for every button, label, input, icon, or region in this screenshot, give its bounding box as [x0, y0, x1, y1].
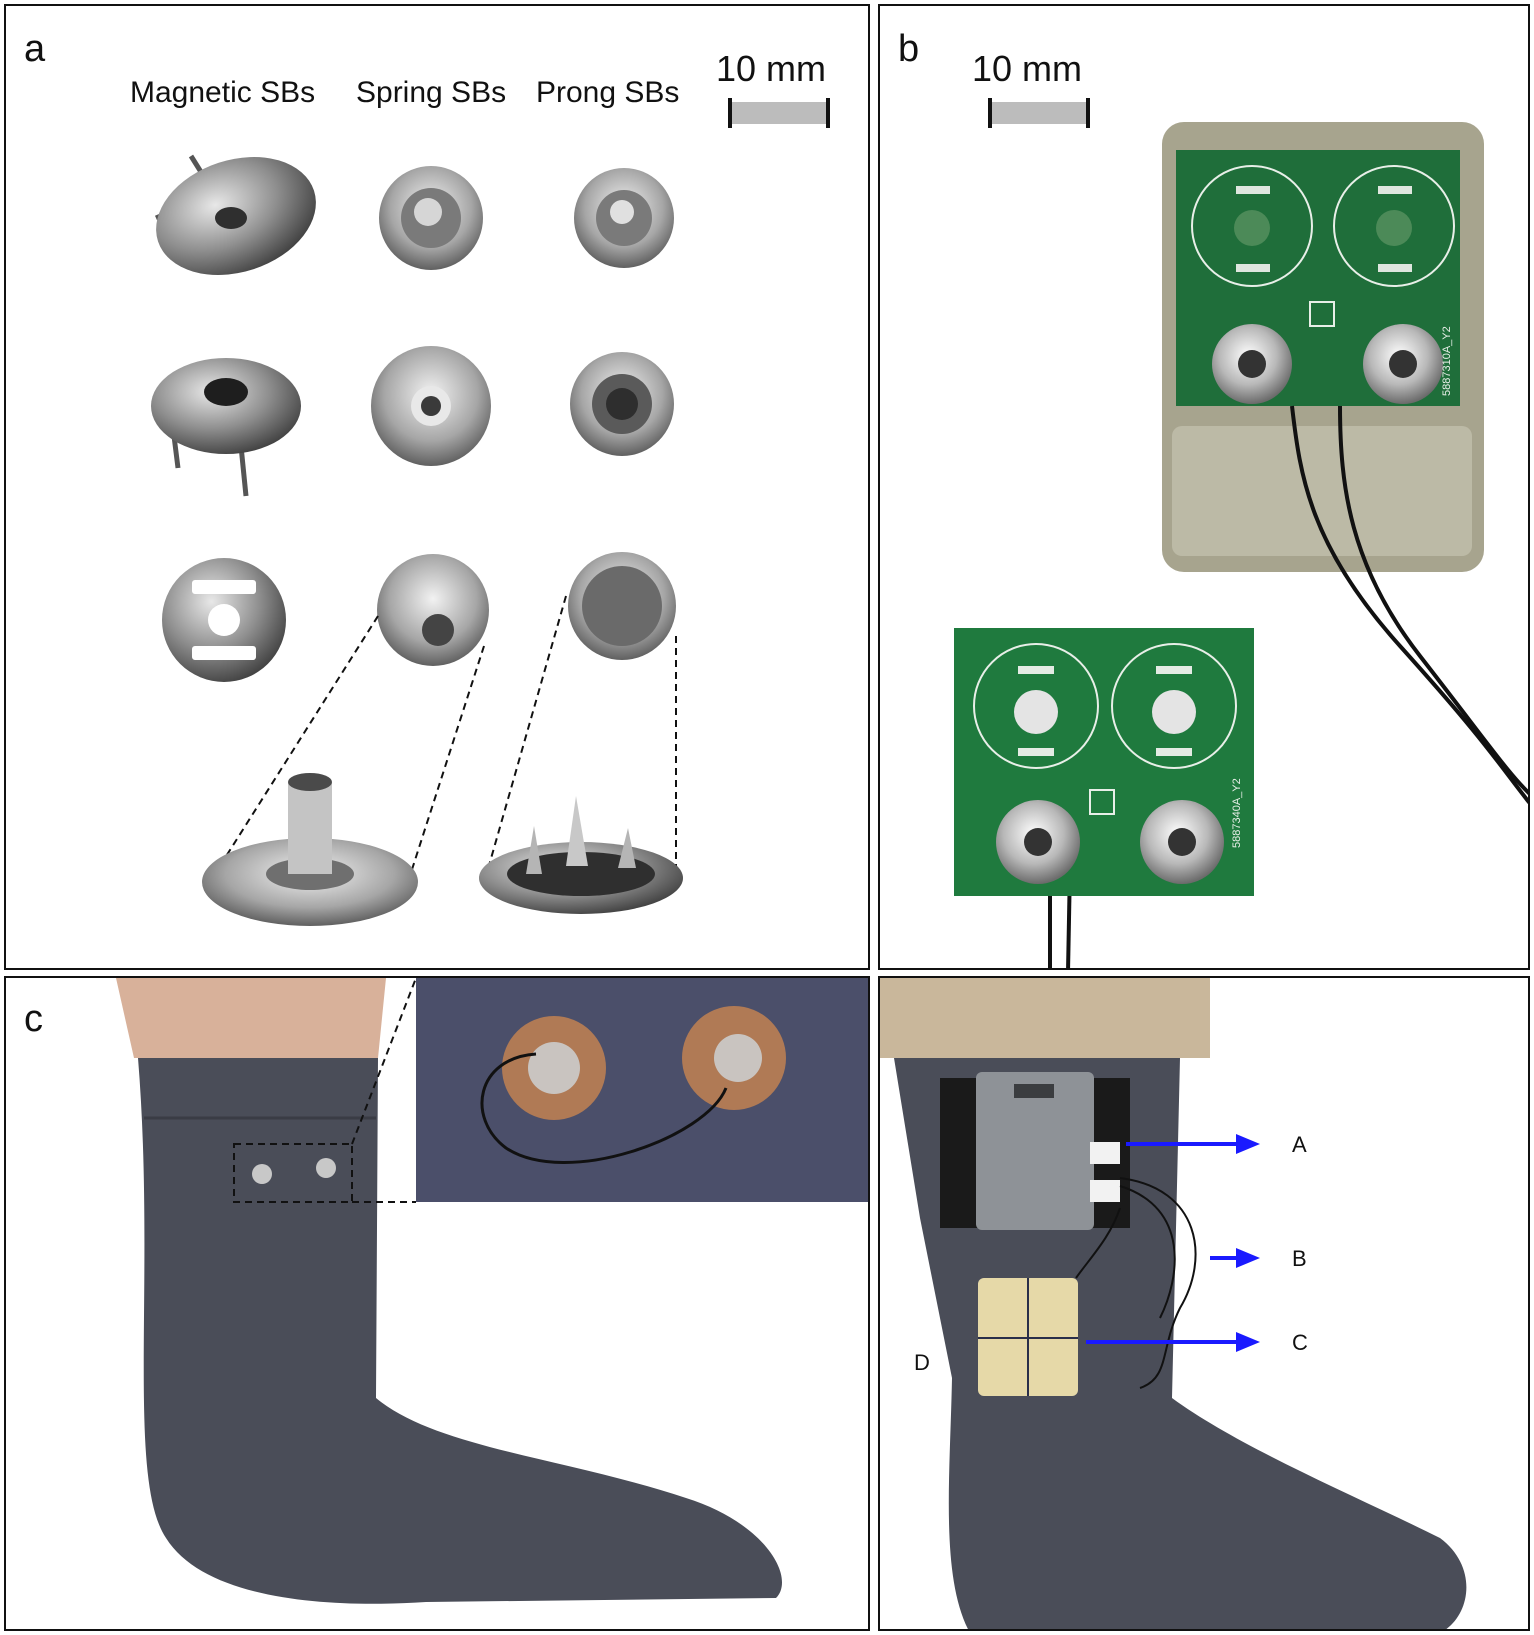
- spring-snap-bottom: [371, 346, 491, 466]
- panel-c-illustration: [116, 978, 868, 1604]
- prong-snap-base: [568, 552, 676, 660]
- pcb-text-mounted: 5887310A_Y2: [1441, 326, 1453, 396]
- panel-a-label: a: [24, 28, 46, 70]
- prong-snap-bottom: [570, 352, 674, 456]
- arrow-label-a: A: [1292, 1132, 1307, 1157]
- battery-pack: [978, 1278, 1078, 1396]
- panel-d: d: [878, 976, 1530, 1631]
- prong-snap-top: [574, 168, 674, 268]
- arrow-label-c: C: [1292, 1330, 1308, 1355]
- panel-c: c: [4, 976, 870, 1631]
- arrows: [1086, 1134, 1260, 1352]
- enclosure-window: [1172, 426, 1472, 556]
- magnetic-washer: [162, 558, 286, 682]
- arrow-c: [1086, 1332, 1260, 1352]
- zoom-box: [233, 1143, 353, 1203]
- pcb-text-standalone: 5887340A_Y2: [1231, 778, 1243, 848]
- scale-bar-label: 10 mm: [972, 48, 1083, 89]
- wires: [1075, 1177, 1197, 1389]
- column-header-spring: Spring SBs: [356, 76, 507, 109]
- panel-b-illustration: 5887340A_Y2 5887310A_Y2: [954, 98, 1528, 968]
- sock-snap-left: [252, 1164, 272, 1184]
- scale-bar: [728, 98, 830, 128]
- column-header-magnetic: Magnetic SBs: [130, 76, 316, 109]
- panel-c-label: c: [24, 998, 43, 1040]
- side-label-d: D: [914, 1350, 930, 1375]
- panel-d-illustration: [880, 978, 1467, 1629]
- panel-a: a Magnetic SBs Spring SBs Prong SBs 10 m…: [4, 4, 870, 970]
- arrow-b: [1210, 1248, 1260, 1268]
- panel-a-illustration: [151, 98, 830, 926]
- spring-snap-base: [377, 554, 489, 666]
- scale-bar: [988, 98, 1090, 128]
- arrow-a: [1126, 1134, 1260, 1154]
- trousers: [880, 978, 1210, 1058]
- sock: [138, 1058, 782, 1604]
- inset-fabric: [416, 978, 868, 1202]
- magnetic-snap-top: [154, 154, 316, 275]
- spring-stud-enlarged: [202, 773, 418, 926]
- panel-b-label: b: [898, 28, 920, 70]
- electronics-module: [940, 1072, 1130, 1230]
- arrow-label-b: B: [1292, 1246, 1307, 1271]
- column-header-prong: Prong SBs: [536, 76, 680, 109]
- magnetic-snap-bottom: [151, 358, 301, 497]
- sock-snap-right: [316, 1158, 336, 1178]
- pcb-standalone: [954, 628, 1254, 896]
- pcb-mounted: [1176, 150, 1460, 406]
- scale-bar-label: 10 mm: [716, 48, 827, 89]
- panel-b: b 10 mm: [878, 4, 1530, 970]
- leg-skin: [116, 978, 386, 1058]
- prong-ring-enlarged: [479, 796, 683, 914]
- spring-snap-top: [379, 166, 483, 270]
- zoom-lines: [205, 595, 677, 889]
